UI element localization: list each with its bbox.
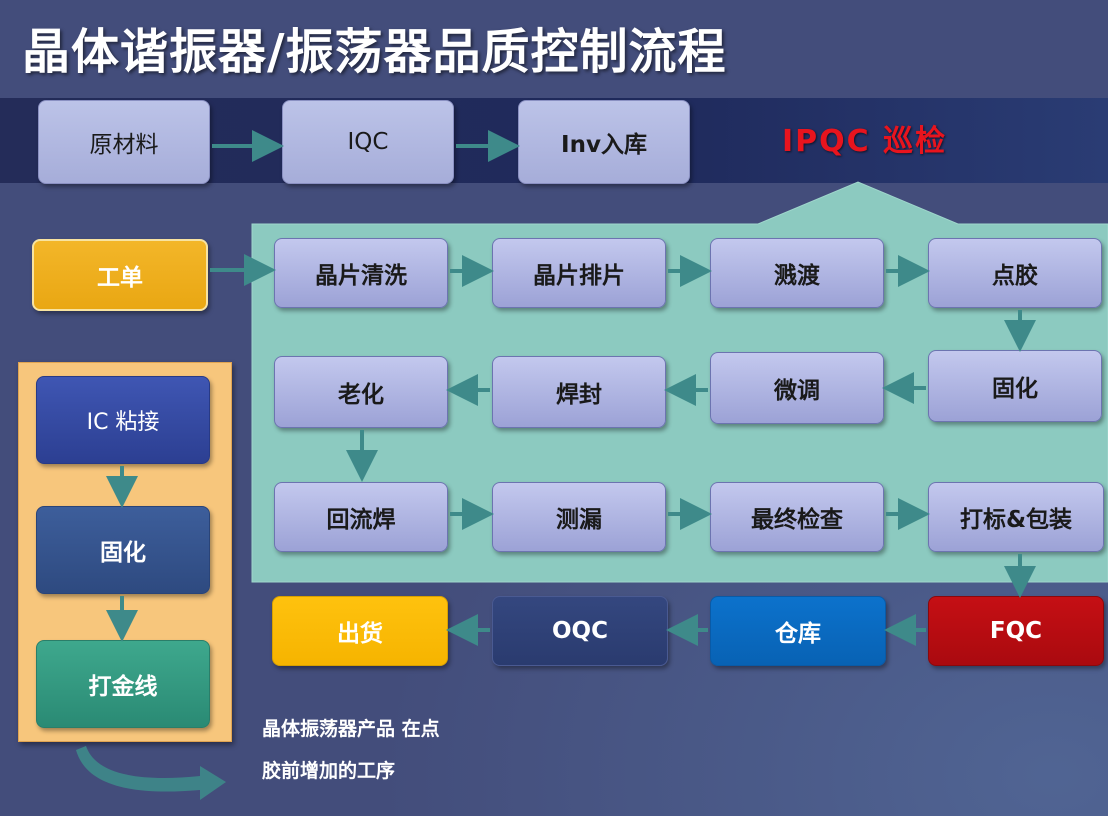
side-step-wire-bonding: 打金线 [36,640,210,728]
process-step-sputtering: 溅渡 [710,238,884,308]
oqc-box: OQC [492,596,668,666]
iqc-label: IQC [347,129,389,155]
note-line-2: 胶前增加的工序 [262,760,396,782]
side-step-ic-bonding: IC 粘接 [36,376,210,464]
process-step-wafer-arrange: 晶片排片 [492,238,666,308]
note-line-1: 晶体振荡器产品 在点 [262,718,440,740]
process-step-leak-test: 测漏 [492,482,666,552]
side-step-curing: 固化 [36,506,210,594]
process-step-final-inspection: 最终检查 [710,482,884,552]
step-label: 最终检查 [751,507,843,533]
work-order-label: 工单 [97,265,143,291]
warehouse-box: 仓库 [710,596,886,666]
warehouse-label: 仓库 [775,621,821,647]
oqc-label: OQC [552,618,608,644]
fqc-box: FQC [928,596,1104,666]
step-label: 打金线 [88,674,158,700]
curved-arrow-to-note [76,746,226,800]
inv-stock-label: Inv入库 [561,132,647,158]
process-step-wafer-cleaning: 晶片清洗 [274,238,448,308]
ipqc-label: IPQC 巡检 [782,124,948,159]
step-label: 打标&包装 [959,507,1073,533]
raw-material-label: 原材料 [89,132,159,158]
step-label: 测漏 [556,507,602,533]
step-label: 点胶 [992,263,1038,289]
inv-stock-box: Inv入库 [518,100,690,184]
step-label: 溅渡 [774,263,820,289]
step-label: IC 粘接 [86,410,160,435]
step-label: 固化 [100,540,146,566]
step-label: 固化 [992,376,1038,402]
work-order-box: 工单 [32,239,208,311]
step-label: 老化 [338,382,384,408]
process-step-fine-tuning: 微调 [710,352,884,424]
page-title: 晶体谐振器/振荡器品质控制流程 [22,24,727,80]
fqc-label: FQC [989,618,1043,644]
shipment-box: 出货 [272,596,448,666]
process-step-sealing: 焊封 [492,356,666,428]
step-label: 晶片清洗 [315,263,407,289]
process-step-curing: 固化 [928,350,1102,422]
step-label: 回流焊 [326,507,396,533]
process-step-reflow: 回流焊 [274,482,448,552]
step-label: 微调 [774,378,820,404]
process-step-marking-packing: 打标&包装 [928,482,1104,552]
shipment-label: 出货 [337,621,383,647]
raw-material-box: 原材料 [38,100,210,184]
step-label: 晶片排片 [533,263,625,289]
step-label: 焊封 [556,382,602,408]
